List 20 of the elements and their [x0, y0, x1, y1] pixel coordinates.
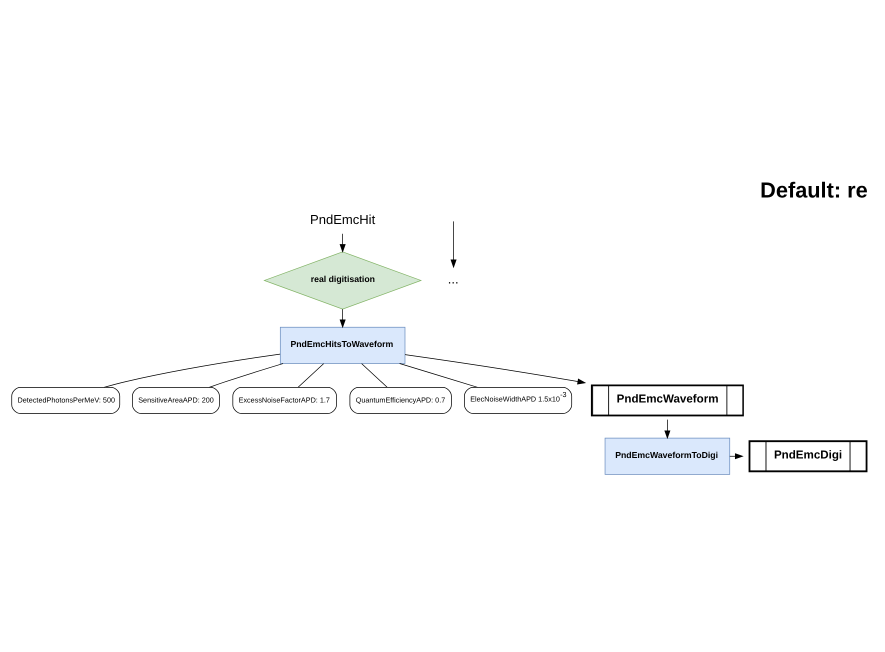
arrow [664, 418, 670, 439]
connector [208, 362, 284, 388]
connector [104, 353, 280, 388]
arrow [404, 354, 586, 384]
node-text: PndEmcHit [310, 211, 376, 226]
arrow [340, 232, 346, 252]
arrow [340, 308, 346, 328]
node-text: ... [448, 271, 459, 286]
node-diamond: real digitisation [263, 250, 422, 309]
connector [361, 362, 388, 388]
connector [298, 362, 324, 388]
arrow [450, 220, 457, 268]
node-box: SensitiveAreaAPD: 200 [132, 386, 220, 414]
diagram-title: Default: re [760, 176, 868, 202]
node-box: DetectedPhotonsPerMeV: 500 [11, 386, 120, 414]
connector [399, 362, 478, 388]
node-box: PndEmcHitsToWaveform [280, 326, 406, 364]
node-box: PndEmcWaveformToDigi [604, 437, 730, 474]
node-box: QuantumEfficiencyAPD: 0.7 [350, 386, 452, 414]
node-box: ExcessNoiseFactorAPD: 1.7 [232, 386, 337, 414]
